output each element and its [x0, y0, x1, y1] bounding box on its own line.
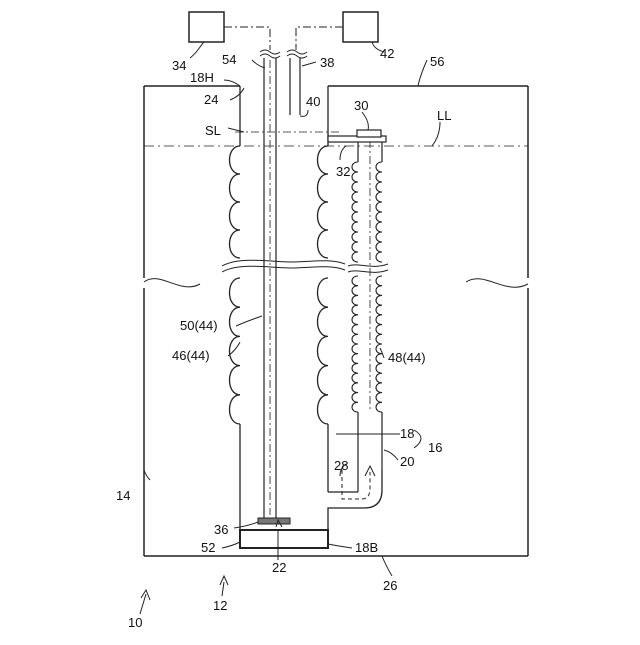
bellows-48-left-wall	[352, 162, 358, 412]
label-40: 40	[306, 94, 320, 109]
label-28: 28	[334, 458, 348, 473]
label-46: 46(44)	[172, 348, 210, 363]
label-12: 12	[213, 598, 227, 613]
label-SL: SL	[205, 123, 221, 138]
tank-break-left	[144, 279, 200, 287]
label-36: 36	[214, 522, 228, 537]
signal-line-34	[224, 27, 270, 50]
break-wave-4	[348, 270, 388, 272]
label-30: 30	[354, 98, 368, 113]
label-18H: 18H	[190, 70, 214, 85]
signal-line-42	[296, 27, 343, 50]
bellows-46-right-wall	[318, 146, 329, 424]
bellows-48-right-wall	[376, 162, 382, 412]
break-wave-3	[348, 264, 388, 266]
tank-break-right	[466, 279, 528, 287]
label-22: 22	[272, 560, 286, 575]
label-18: 18	[400, 426, 414, 441]
disc-36	[258, 518, 290, 524]
label-18B: 18B	[355, 540, 378, 555]
label-32: 32	[336, 164, 350, 179]
label-14: 14	[116, 488, 130, 503]
label-50: 50(44)	[180, 318, 218, 333]
label-20: 20	[400, 454, 414, 469]
label-34: 34	[172, 58, 186, 73]
label-16: 16	[428, 440, 442, 455]
box-42	[343, 12, 378, 42]
label-38: 38	[320, 55, 334, 70]
break-mark-rod	[260, 50, 280, 58]
label-54: 54	[222, 52, 236, 67]
label-42: 42	[380, 46, 394, 61]
label-52: 52	[201, 540, 215, 555]
label-48: 48(44)	[388, 350, 426, 365]
break-wave-2	[222, 266, 345, 272]
break-mark-pipe	[287, 50, 307, 58]
label-26: 26	[383, 578, 397, 593]
box-34	[189, 12, 224, 42]
base-plate-52	[240, 530, 328, 548]
label-LL: LL	[437, 108, 451, 123]
label-56: 56	[430, 54, 444, 69]
bellows-46-left-wall	[230, 146, 241, 424]
channel-outer-wall	[328, 470, 382, 530]
block-30	[357, 130, 381, 137]
break-wave-1	[222, 260, 345, 266]
label-24: 24	[204, 92, 218, 107]
label-10: 10	[128, 615, 142, 630]
